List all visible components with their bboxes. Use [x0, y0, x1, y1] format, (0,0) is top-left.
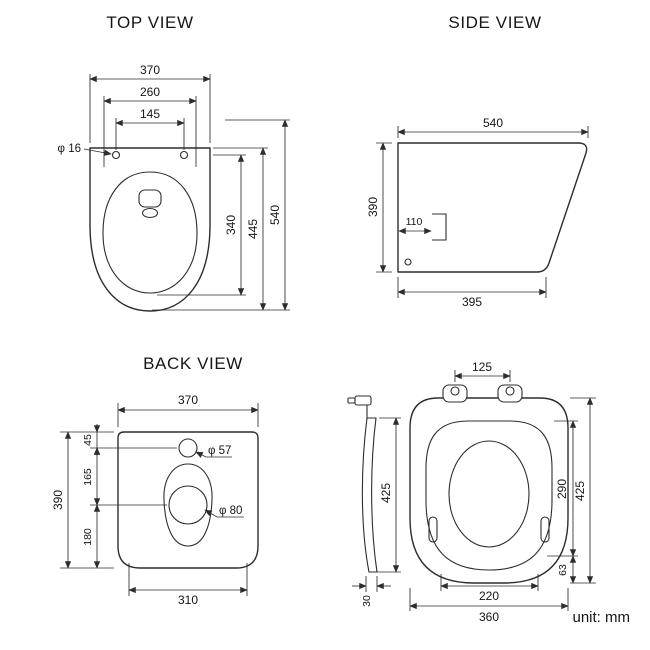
- dim-top-depth-overall: 540: [268, 119, 289, 311]
- back-view: BACK VIEW 370 45 165 180 390: [51, 354, 259, 607]
- dim-label: 220: [479, 589, 499, 603]
- dim-label: 360: [479, 610, 499, 624]
- dim-seat-hinge-spacing: 125: [454, 360, 511, 380]
- dim-label: 165: [82, 468, 94, 486]
- back-recess: [163, 463, 213, 547]
- seat-opening: [448, 440, 530, 548]
- hinge-tab-right: [497, 384, 523, 403]
- drain-hole: [404, 258, 412, 266]
- fixing-bracket: [432, 213, 447, 241]
- dim-label: φ 16: [58, 143, 81, 155]
- dim-label: 45: [82, 434, 94, 446]
- seat-ring: [425, 420, 553, 571]
- mounting-hole-left: [111, 150, 121, 160]
- dim-label: 370: [178, 393, 198, 407]
- dim-top-width-overall: 370: [89, 63, 211, 83]
- dim-label: 260: [140, 85, 160, 99]
- back-view-extension-lines: [60, 403, 259, 596]
- dim-label: 425: [573, 481, 587, 501]
- leader-line: [204, 509, 244, 518]
- dim-label: 110: [406, 216, 423, 228]
- dim-label: φ 80: [219, 505, 242, 517]
- dim-label: 30: [361, 595, 373, 607]
- hinge-tab-left: [442, 384, 468, 403]
- seat-lid-outline: [409, 397, 569, 584]
- dim-label: φ 57: [208, 445, 231, 457]
- unit-label: unit: mm: [572, 609, 630, 626]
- bumper-right: [540, 516, 550, 543]
- dim-back-width-overall: 370: [117, 393, 259, 414]
- dim-seat-height-overall: 425: [573, 397, 594, 584]
- dim-label: 290: [555, 479, 569, 499]
- back-view-title: BACK VIEW: [143, 354, 243, 373]
- leader-line: [195, 451, 232, 458]
- dim-seat-lid-thickness: 30: [352, 582, 391, 607]
- top-view-title: TOP VIEW: [106, 13, 193, 32]
- dim-label: 390: [366, 197, 380, 217]
- dim-seat-opening-width: 220: [440, 582, 539, 603]
- hinge-fitting-nub: [347, 397, 356, 404]
- dim-label: 145: [140, 107, 160, 121]
- water-inlet-hole: [178, 438, 198, 458]
- dim-back-height-overall: 390: [51, 431, 72, 569]
- seat-view: 125 425 30 290 63 425 220 360: [347, 360, 596, 624]
- dim-label: 180: [82, 528, 94, 546]
- top-view-extension-lines: [89, 74, 290, 311]
- dim-label: 63: [557, 564, 569, 576]
- dim-seat-bottom-gap: 63: [557, 555, 577, 584]
- dim-top-depth-rim: 445: [246, 147, 267, 311]
- dim-side-bracket-offset: 110: [398, 216, 432, 235]
- hinge-hole-left: [450, 386, 460, 396]
- dim-back-seg-bottom: 180: [82, 504, 101, 569]
- dim-side-depth-top: 540: [397, 116, 589, 136]
- leader-line: [83, 148, 112, 156]
- dim-side-height: 390: [366, 142, 387, 273]
- flush-outlet-hole: [141, 207, 159, 219]
- seat-side-profile: [361, 417, 378, 573]
- dim-label: 540: [483, 116, 503, 130]
- dim-back-outlet-diameter: φ 80: [204, 505, 244, 518]
- toilet-side-outline: [397, 142, 588, 273]
- dim-side-depth-bottom: 395: [397, 288, 547, 309]
- dim-label: 125: [472, 360, 492, 374]
- dim-seat-side-height: 425: [379, 417, 400, 573]
- waste-outlet-hole: [168, 485, 208, 525]
- dim-label: 390: [51, 490, 65, 510]
- side-view-title: SIDE VIEW: [448, 13, 541, 32]
- dim-top-hole-spacing: 145: [115, 107, 185, 127]
- dim-label: 310: [178, 593, 198, 607]
- dim-label: 395: [462, 295, 482, 309]
- top-view: TOP VIEW 370 260 145 φ 16 340: [58, 13, 290, 312]
- dim-top-depth-bowl: 340: [224, 154, 245, 296]
- dim-top-hole-diameter: φ 16: [58, 143, 112, 156]
- dim-label: 445: [246, 219, 260, 239]
- dim-seat-width-overall: 360: [409, 602, 569, 624]
- dim-back-seg-mid: 165: [82, 447, 101, 506]
- dim-label: 370: [140, 63, 160, 77]
- mounting-hole-right: [179, 150, 189, 160]
- hinge-hole-right: [505, 386, 515, 396]
- dim-label: 540: [268, 205, 282, 225]
- side-view: SIDE VIEW 540 390 110 395: [366, 13, 589, 309]
- dim-seat-opening-height: 290: [555, 420, 577, 557]
- dim-label: 425: [379, 483, 393, 503]
- hinge-fitting: [354, 395, 372, 406]
- flush-outlet: [138, 189, 162, 208]
- bumper-left: [428, 516, 438, 543]
- toilet-top-outline: [89, 147, 211, 312]
- dim-back-inlet-diameter: φ 57: [195, 445, 232, 458]
- dim-label: 340: [224, 215, 238, 235]
- dim-back-width-bottom: 310: [128, 586, 248, 607]
- dim-back-seg-top: 45: [82, 424, 101, 456]
- dim-top-width-rim: 260: [103, 85, 197, 105]
- toilet-back-outline: [117, 431, 259, 569]
- toilet-top-rim: [102, 171, 198, 294]
